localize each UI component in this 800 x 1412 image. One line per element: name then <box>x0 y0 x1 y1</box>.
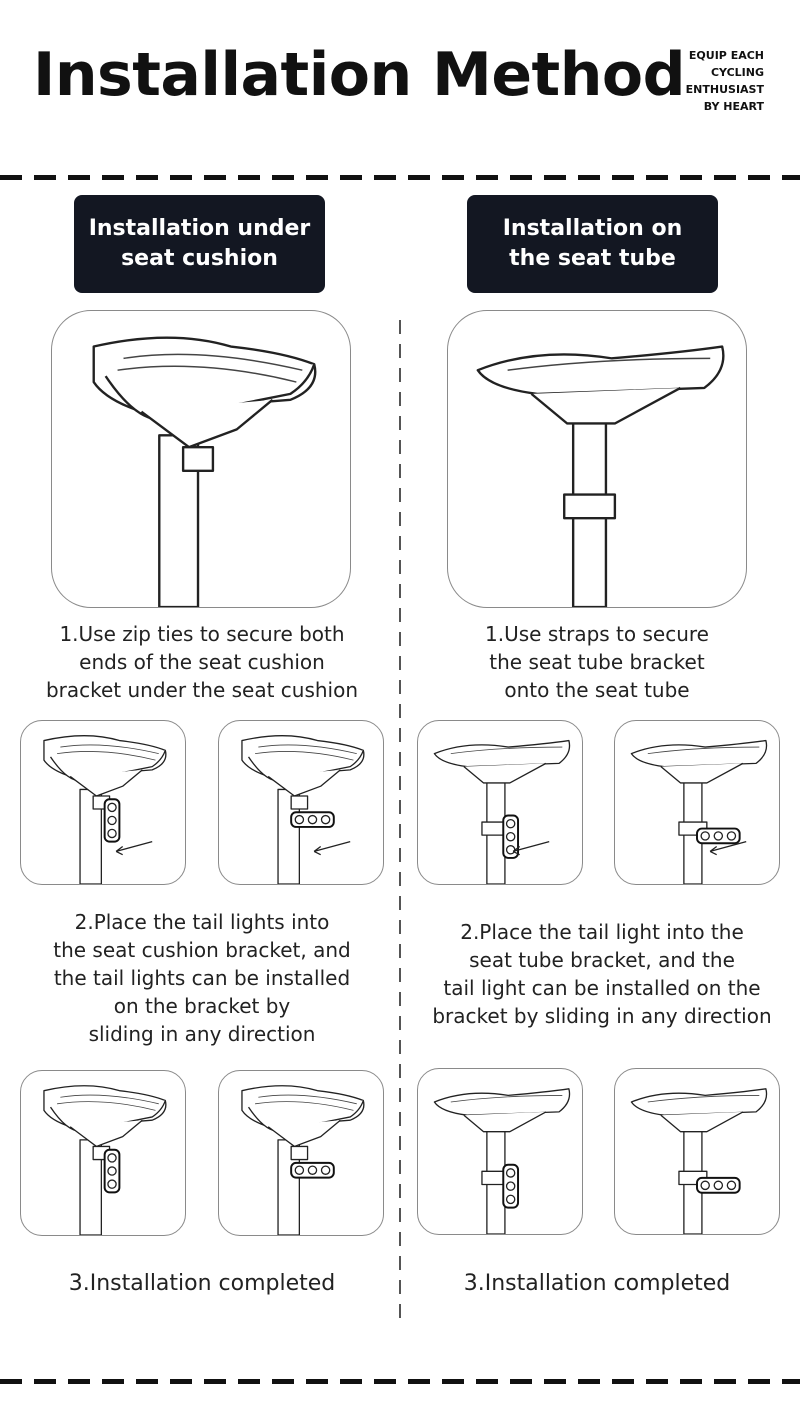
text-line: onto the seat tube <box>504 678 690 702</box>
illustration-drawing <box>476 345 725 607</box>
text-line: tail light can be installed on the <box>443 976 761 1000</box>
tail-light-icon <box>696 827 741 845</box>
tagline-line: ENTHUSIAST <box>685 83 764 96</box>
illustration-drawing <box>433 739 571 884</box>
illustration-left-step3-horizontal <box>218 1070 384 1236</box>
left-step2-text: 2.Place the tail lights into the seat cu… <box>2 908 402 1048</box>
saddle-icon <box>630 739 768 784</box>
saddle-icon <box>630 1088 768 1133</box>
illustration-right-step2-horizontal <box>614 720 780 885</box>
text-line: the seat cushion bracket, and <box>53 938 351 962</box>
tagline-line: CYCLING <box>710 66 764 79</box>
tail-light-icon <box>103 798 121 843</box>
illustration-drawing <box>630 1088 768 1234</box>
saddle-icon <box>43 735 167 797</box>
text-line: bracket under the seat cushion <box>45 678 359 702</box>
arrow-icon <box>115 840 153 856</box>
text-line: on the bracket by <box>113 994 291 1018</box>
text-line: the seat tube bracket <box>489 650 705 674</box>
illustration-drawing <box>241 1085 365 1235</box>
tail-light-icon <box>290 1161 335 1179</box>
cushion-bracket-icon <box>181 445 215 473</box>
text-line: ends of the seat cushion <box>79 650 325 674</box>
text-line: 1.Use zip ties to secure both <box>59 622 345 646</box>
illustration-drawing <box>630 739 768 884</box>
tail-light-icon <box>502 1163 520 1209</box>
right-step2-text: 2.Place the tail light into the seat tub… <box>402 918 800 1030</box>
top-dashed-divider <box>0 175 800 180</box>
illustration-drawing <box>241 735 365 884</box>
saddle-icon <box>241 735 365 797</box>
arrow-icon <box>313 840 351 856</box>
page-title: Installation Method <box>33 40 686 110</box>
illustration-drawing <box>433 1088 571 1234</box>
text-line: 3.Installation completed <box>68 1271 336 1296</box>
illustration-drawing <box>43 735 167 884</box>
left-step1-text: 1.Use zip ties to secure both ends of th… <box>2 620 402 704</box>
tail-light-icon <box>290 811 335 828</box>
illustration-left-step2-horizontal <box>218 720 384 885</box>
seat-tube-bracket-icon <box>563 493 617 520</box>
badge-line: the seat tube <box>509 246 676 271</box>
cushion-bracket-icon <box>290 795 309 810</box>
text-line: 3.Installation completed <box>463 1271 731 1296</box>
tail-light-icon <box>696 1176 741 1194</box>
badge-on-seat-tube: Installation on the seat tube <box>467 195 718 293</box>
tagline: EQUIP EACH CYCLING ENTHUSIAST BY HEART <box>686 47 764 115</box>
left-step3-text: 3.Installation completed <box>2 1270 402 1298</box>
saddle-icon <box>476 345 725 425</box>
bottom-dashed-divider <box>0 1379 800 1384</box>
tail-light-icon <box>103 1148 121 1194</box>
badge-line: Installation under <box>88 216 311 241</box>
text-line: 2.Place the tail lights into <box>74 910 330 934</box>
saddle-icon <box>241 1085 365 1148</box>
saddle-icon <box>433 1088 571 1133</box>
text-line: 2.Place the tail light into the <box>460 920 744 944</box>
right-step3-text: 3.Installation completed <box>397 1270 797 1298</box>
illustration-drawing <box>92 336 317 607</box>
saddle-icon <box>92 336 317 449</box>
tail-light-icon <box>502 814 520 859</box>
tagline-line: BY HEART <box>703 100 764 113</box>
arrow-icon <box>512 840 550 856</box>
tagline-line: EQUIP EACH <box>688 49 764 62</box>
badge-under-seat-cushion: Installation under seat cushion <box>74 195 325 293</box>
illustration-left-step3-vertical <box>20 1070 186 1236</box>
illustration-left-step1 <box>51 310 351 608</box>
text-line: bracket by sliding in any direction <box>432 1004 772 1028</box>
illustration-right-step3-vertical <box>417 1068 583 1235</box>
badge-line: Installation on <box>502 216 683 241</box>
illustration-left-step2-vertical <box>20 720 186 885</box>
badge-line: seat cushion <box>121 246 278 271</box>
cushion-bracket-icon <box>290 1145 309 1161</box>
text-line: 1.Use straps to secure <box>485 622 709 646</box>
illustration-drawing <box>43 1085 167 1235</box>
illustration-right-step1 <box>447 310 747 608</box>
saddle-icon <box>43 1085 167 1148</box>
text-line: sliding in any direction <box>88 1022 316 1046</box>
text-line: seat tube bracket, and the <box>469 948 735 972</box>
arrow-icon <box>709 840 747 856</box>
illustration-right-step3-horizontal <box>614 1068 780 1235</box>
text-line: the tail lights can be installed <box>53 966 351 990</box>
saddle-icon <box>433 739 571 784</box>
illustration-right-step2-vertical <box>417 720 583 885</box>
center-dashed-divider <box>399 320 401 1320</box>
right-step1-text: 1.Use straps to secure the seat tube bra… <box>397 620 797 704</box>
